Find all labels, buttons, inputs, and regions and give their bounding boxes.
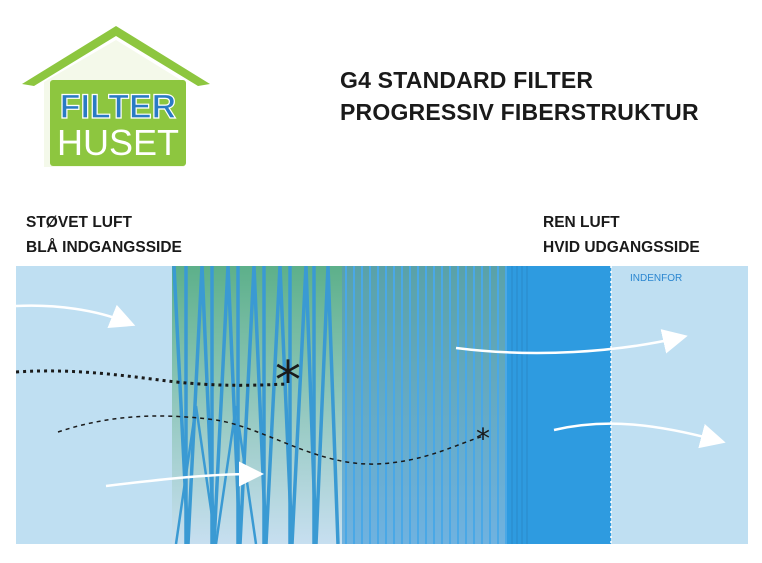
inside-label: INDENFOR [630, 273, 682, 284]
page-title: G4 STANDARD FILTER PROGRESSIV FIBERSTRUK… [340, 64, 699, 128]
inlet-side-label: STØVET LUFT BLÅ INDGANGSSIDE [26, 210, 182, 260]
dense-fiber-zone [507, 266, 611, 544]
airflow-arrow-icon [455, 329, 688, 355]
airflow-arrows [15, 304, 726, 488]
clean-air-label: REN LUFT [543, 214, 620, 231]
coarse-fibers [172, 265, 340, 545]
medium-fibers [345, 266, 507, 544]
title-line-1: G4 STANDARD FILTER [340, 67, 594, 93]
logo-text-huset: HUSET [57, 122, 179, 163]
white-outlet-side-label: HVID UDGANGSSIDE [543, 239, 700, 256]
filter-cross-section: INDENFOR [15, 265, 748, 545]
house-logo-icon: FILTER HUSET [22, 26, 210, 167]
large-particle-path [15, 369, 287, 387]
filterhuset-logo: FILTER HUSET [16, 22, 216, 172]
airflow-arrow-icon [105, 461, 264, 488]
title-line-2: PROGRESSIV FIBERSTRUKTUR [340, 99, 699, 125]
blue-inlet-side-label: BLÅ INDGANGSSIDE [26, 239, 182, 256]
airflow-arrow-icon [553, 422, 726, 449]
airflow-arrow-icon [15, 304, 136, 329]
small-particle-icon: * [476, 422, 490, 455]
large-particle-icon: * [275, 351, 301, 411]
small-particle-path [57, 415, 485, 465]
logo-text-filter: FILTER [60, 88, 176, 126]
dense-fibers [511, 266, 528, 544]
dusty-air-label: STØVET LUFT [26, 214, 132, 231]
filter-diagram: INDENFOR [15, 265, 748, 545]
outlet-side-label: REN LUFT HVID UDGANGSSIDE [543, 210, 700, 260]
